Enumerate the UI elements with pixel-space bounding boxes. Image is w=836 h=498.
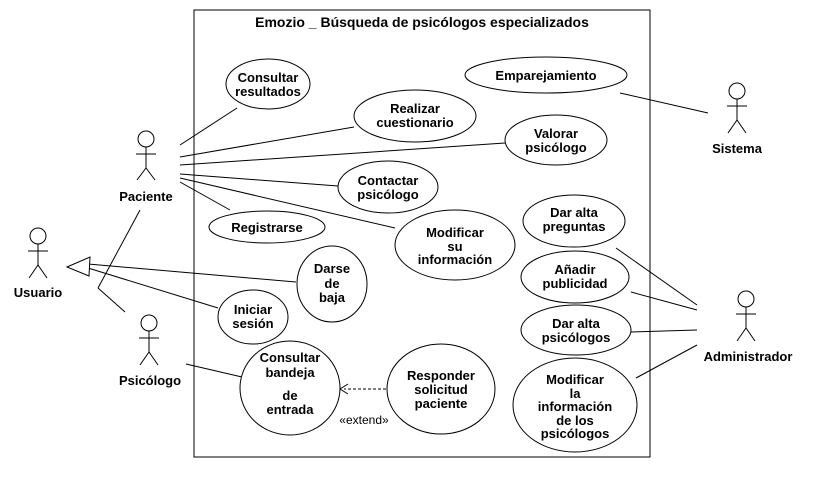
assoc-admin-modificar-psicologos — [635, 344, 698, 379]
assoc-psicologo-consultar-bandeja — [185, 363, 243, 378]
generalization-arrowhead — [65, 256, 91, 277]
actor-paciente[interactable]: Paciente — [119, 130, 173, 204]
assoc-admin-anadir-publicidad — [630, 291, 698, 311]
actor-label-administrador: Administrador — [704, 349, 793, 364]
use-case-emparejamiento[interactable]: Emparejamiento — [464, 56, 628, 94]
actor-administrador[interactable]: Administrador — [704, 290, 793, 364]
assoc-admin-dar-alta-preguntas — [615, 247, 698, 306]
stick-figure-icon — [727, 82, 747, 134]
actor-psicologo[interactable]: Psicólogo — [119, 314, 181, 388]
svg-text:Emparejamiento: Emparejamiento — [495, 68, 596, 83]
stick-figure-icon — [139, 314, 159, 366]
actor-label-sistema: Sistema — [712, 141, 763, 156]
svg-text:Registrarse: Registrarse — [231, 220, 303, 235]
actor-label-paciente: Paciente — [119, 189, 172, 204]
extend-label: «extend» — [339, 413, 389, 427]
assoc-paciente-registrarse — [179, 181, 231, 211]
assoc-paciente-consultar-resultados — [179, 107, 238, 146]
assoc-paciente-contactar-psicologo — [179, 173, 339, 187]
actor-label-usuario: Usuario — [14, 285, 62, 300]
assoc-admin-dar-alta-psicologos — [629, 329, 698, 333]
actor-sistema[interactable]: Sistema — [712, 82, 763, 156]
actor-label-psicologo: Psicólogo — [119, 373, 181, 388]
use-case-registrarse[interactable]: Registrarse — [208, 210, 326, 244]
actor-usuario[interactable]: Usuario — [14, 227, 62, 300]
assoc-sistema-emparejamiento — [619, 92, 709, 114]
generalization-paciente-line — [97, 209, 141, 289]
stick-figure-icon — [28, 227, 48, 279]
assoc-usuario-darse-de-baja — [87, 263, 297, 283]
system-title: Emozio _ Búsqueda de psicólogos especial… — [255, 14, 589, 30]
assoc-paciente-realizar-cuestionario — [179, 126, 355, 158]
stick-figure-icon — [136, 130, 156, 181]
stick-figure-icon — [736, 290, 756, 342]
assoc-paciente-valorar-psicologo — [179, 142, 506, 166]
generalization-psicologo-line — [97, 287, 126, 313]
assoc-paciente-modificar-informacion — [179, 177, 396, 229]
system-boundary — [193, 9, 651, 458]
assoc-usuario-iniciar-sesion — [87, 267, 219, 309]
associations — [87, 92, 709, 379]
